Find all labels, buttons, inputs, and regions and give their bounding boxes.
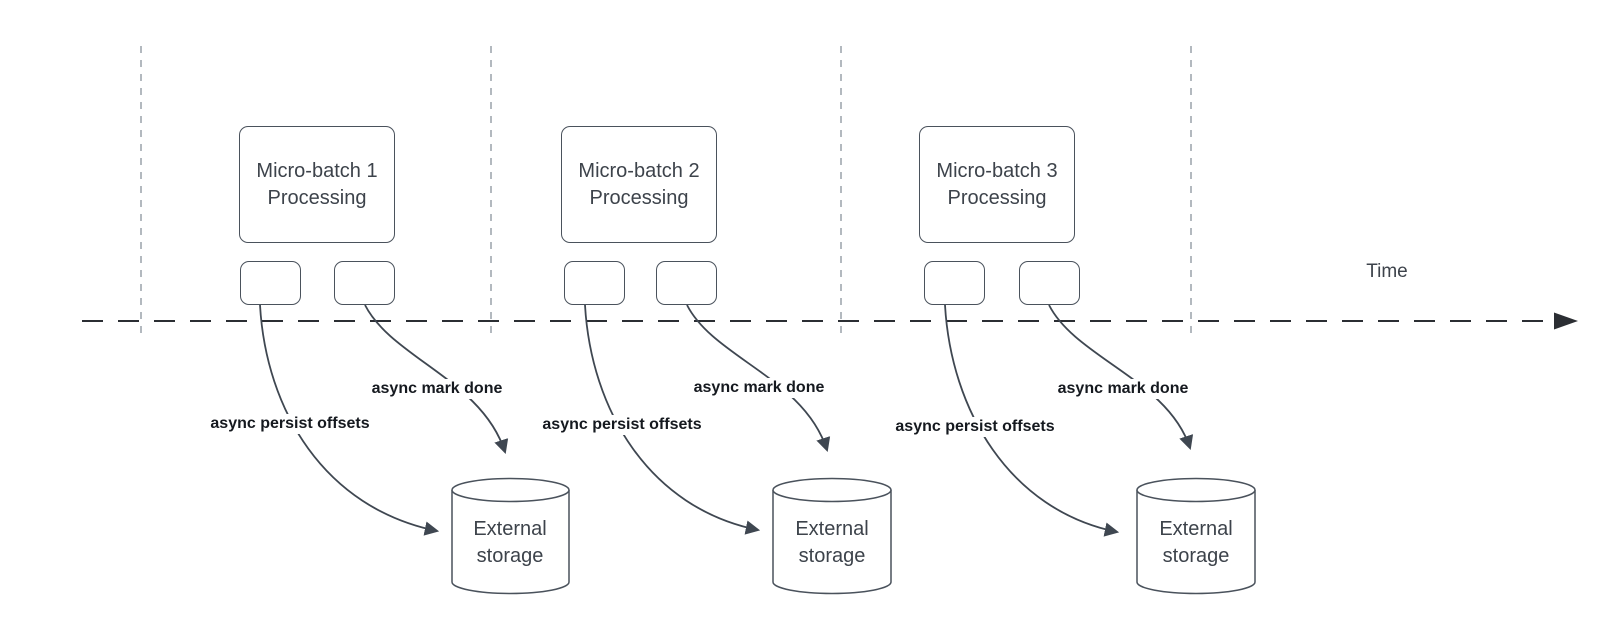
external-storage-label-3: External storage [1159,518,1233,567]
time-axis-label: Time [1366,261,1408,282]
async-persist-offsets-label-3: async persist offsets [892,417,1058,437]
async-mark-done-arrow-1 [364,304,509,455]
async-persist-offsets-arrow-3 [944,304,1120,537]
external-storage-cylinder-1 [451,477,570,595]
async-persist-offsets-label-1: async persist offsets [207,414,373,434]
external-storage-label-1: External storage [473,518,547,567]
microbatch-3-title: Micro-batch 3 Processing [936,159,1058,209]
microbatch-1-title: Micro-batch 1 Processing [256,159,378,209]
microbatch-1-done-task-chip [334,261,395,305]
external-storage-cylinder-3 [1136,477,1256,595]
microbatch-3-done-task-chip [1019,261,1080,305]
microbatch-3-offset-task-chip [924,261,985,305]
async-mark-done-label-2: async mark done [690,378,828,398]
async-mark-done-arrow-2 [686,304,831,453]
async-persist-offsets-label-2: async persist offsets [539,415,705,435]
time-axis-arrowhead-icon [1554,312,1578,330]
async-mark-done-arrow-3 [1048,304,1194,451]
microbatch-2-title: Micro-batch 2 Processing [578,159,700,209]
microbatch-1-processing-node: Micro-batch 1 Processing [239,126,395,243]
external-storage-cylinder-2 [772,477,892,595]
external-storage-label-2: External storage [795,518,869,567]
microbatch-3-processing-node: Micro-batch 3 Processing [919,126,1075,243]
async-persist-offsets-arrow-2 [584,304,761,535]
async-persist-offsets-arrow-1 [259,304,440,536]
async-mark-done-label-3: async mark done [1054,379,1192,399]
async-mark-done-label-1: async mark done [368,379,506,399]
microbatch-2-done-task-chip [656,261,717,305]
microbatch-2-processing-node: Micro-batch 2 Processing [561,126,717,243]
microbatch-2-offset-task-chip [564,261,625,305]
microbatch-1-offset-task-chip [240,261,301,305]
